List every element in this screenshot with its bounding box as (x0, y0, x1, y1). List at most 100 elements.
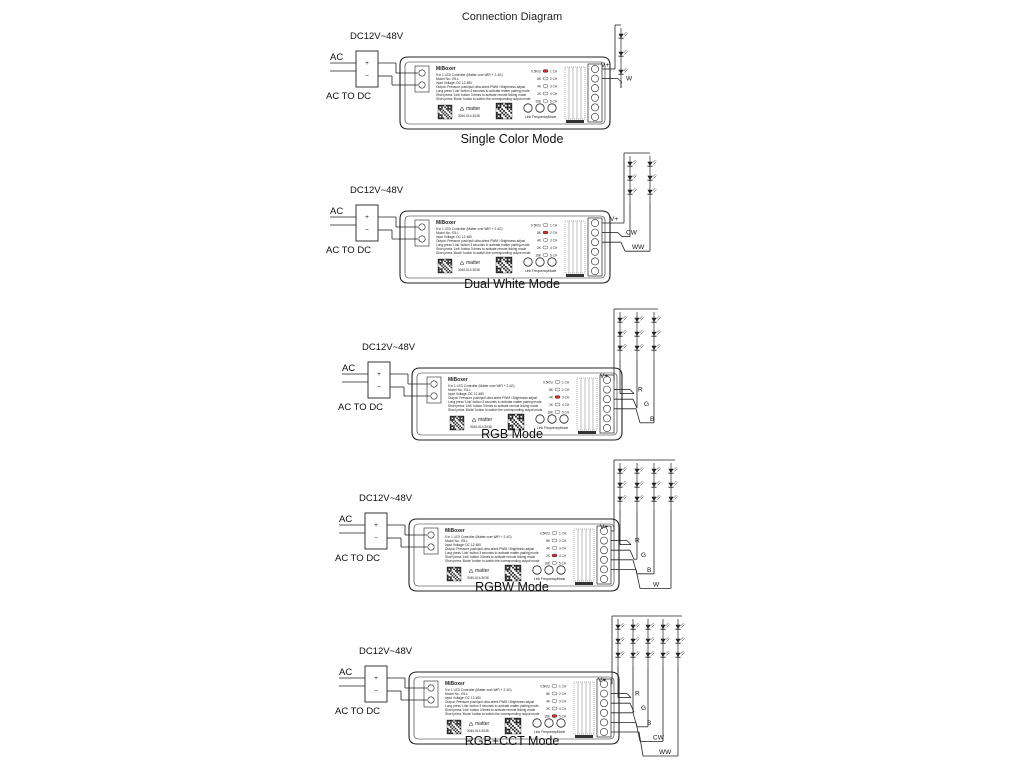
channel-label-g: G (641, 552, 646, 559)
qr-module (441, 106, 443, 109)
channel-label-ww: WW (632, 244, 645, 251)
led-ray (681, 638, 685, 642)
controller-mode-button (556, 565, 566, 575)
ac-label: AC (330, 206, 343, 217)
status-indicator-led (542, 76, 549, 81)
qr-module (445, 266, 448, 269)
qr-module (501, 265, 504, 268)
qr-module (501, 117, 504, 119)
qr-module (496, 106, 498, 109)
qr-module (519, 565, 521, 567)
status-indicator-led (542, 84, 549, 88)
spec-line: Short press 'Link' button 3 times to act… (436, 247, 526, 251)
qr-module (448, 269, 451, 272)
screw-terminal-icon (591, 93, 599, 102)
screw-terminal-icon (591, 267, 599, 275)
qr-module (496, 115, 498, 118)
led-diode-icon (630, 624, 636, 629)
qr-module (501, 271, 504, 273)
qr-module (445, 259, 448, 261)
qr-module (522, 422, 524, 425)
qr-module (503, 258, 505, 261)
led-ray (639, 494, 643, 499)
qr-module (444, 268, 446, 270)
qr-module (442, 112, 445, 115)
qr-module (503, 264, 505, 266)
qr-module (508, 426, 510, 429)
channel-label-cw: CW (653, 734, 665, 741)
spec-line: Output: Pressure push/pull ultra-silent … (448, 396, 537, 400)
led-ray (656, 466, 660, 471)
led-ray (657, 317, 661, 321)
spec-line: Output: Pressure push/pull ultra-silent … (445, 700, 534, 704)
controller-link-button (535, 414, 545, 424)
led-ray (651, 638, 655, 642)
product-name: 5 in 1 LED Controller (Matter over WiFi … (448, 384, 515, 388)
qr-module (499, 271, 502, 273)
qr-module (450, 425, 452, 427)
qr-module (517, 725, 520, 727)
qr-module (447, 579, 449, 581)
qr-module (451, 420, 454, 423)
qr-module (512, 728, 514, 731)
qr-module (447, 732, 449, 734)
qr-module (506, 103, 509, 105)
qr-module (441, 260, 443, 263)
qr-module (511, 421, 514, 423)
power-terminal (423, 527, 439, 555)
spec-line: Short press 'Mode' button to switch the … (436, 251, 531, 255)
qr-module (450, 579, 452, 581)
qr-module (516, 426, 519, 429)
qr-module (448, 571, 451, 574)
qr-module (445, 269, 448, 272)
controller-mode-button (547, 103, 557, 113)
qr-module (505, 718, 507, 720)
qr-module (508, 115, 511, 118)
qr-module (459, 570, 461, 572)
screw-terminal-icon (418, 69, 426, 77)
spec-line: Model No.: E5-L (445, 539, 468, 543)
status-indicator-led (554, 387, 561, 392)
led-ray (623, 496, 627, 500)
led-ray (656, 329, 660, 334)
qr-module (439, 114, 442, 116)
screw-terminal-icon (591, 247, 599, 256)
qr-module (448, 265, 451, 267)
button-label: Link (537, 426, 544, 430)
qr-module (438, 108, 440, 110)
spec-line: Long press 'Link' button 3 seconds to ac… (445, 551, 539, 555)
qr-module (515, 723, 518, 726)
spec-line: Short press 'Mode' button to switch the … (445, 559, 540, 563)
qr-module (460, 419, 463, 421)
status-indicator-led (542, 223, 549, 227)
channel-wire (629, 389, 635, 394)
qr-module (453, 576, 455, 578)
led-ray (650, 622, 654, 627)
led-mode-label: 4 CH (550, 92, 558, 96)
qr-module (506, 568, 509, 571)
qr-module (513, 577, 516, 580)
qr-module (448, 579, 451, 581)
qr-module (448, 259, 451, 261)
qr-module (438, 112, 440, 115)
qr-module (504, 106, 507, 109)
qr-module (448, 576, 451, 578)
status-indicator-led (551, 684, 558, 688)
led-mode-label: 4 CH (559, 707, 567, 711)
brand-logo: MiBoxer (448, 377, 468, 383)
qr-module (509, 424, 512, 427)
controller-link-button (523, 103, 533, 113)
led-diode-icon (668, 496, 674, 501)
led-ray (622, 466, 626, 471)
qr-module (448, 567, 451, 569)
led-ray (673, 480, 677, 485)
led-ray (635, 622, 639, 627)
led-frequency-label: 16K (544, 715, 551, 719)
qr-module (459, 721, 461, 724)
qr-module (499, 110, 502, 112)
qr-module (508, 728, 511, 731)
qr-module (442, 259, 445, 261)
qr-module (447, 114, 449, 116)
qr-module (451, 724, 454, 727)
